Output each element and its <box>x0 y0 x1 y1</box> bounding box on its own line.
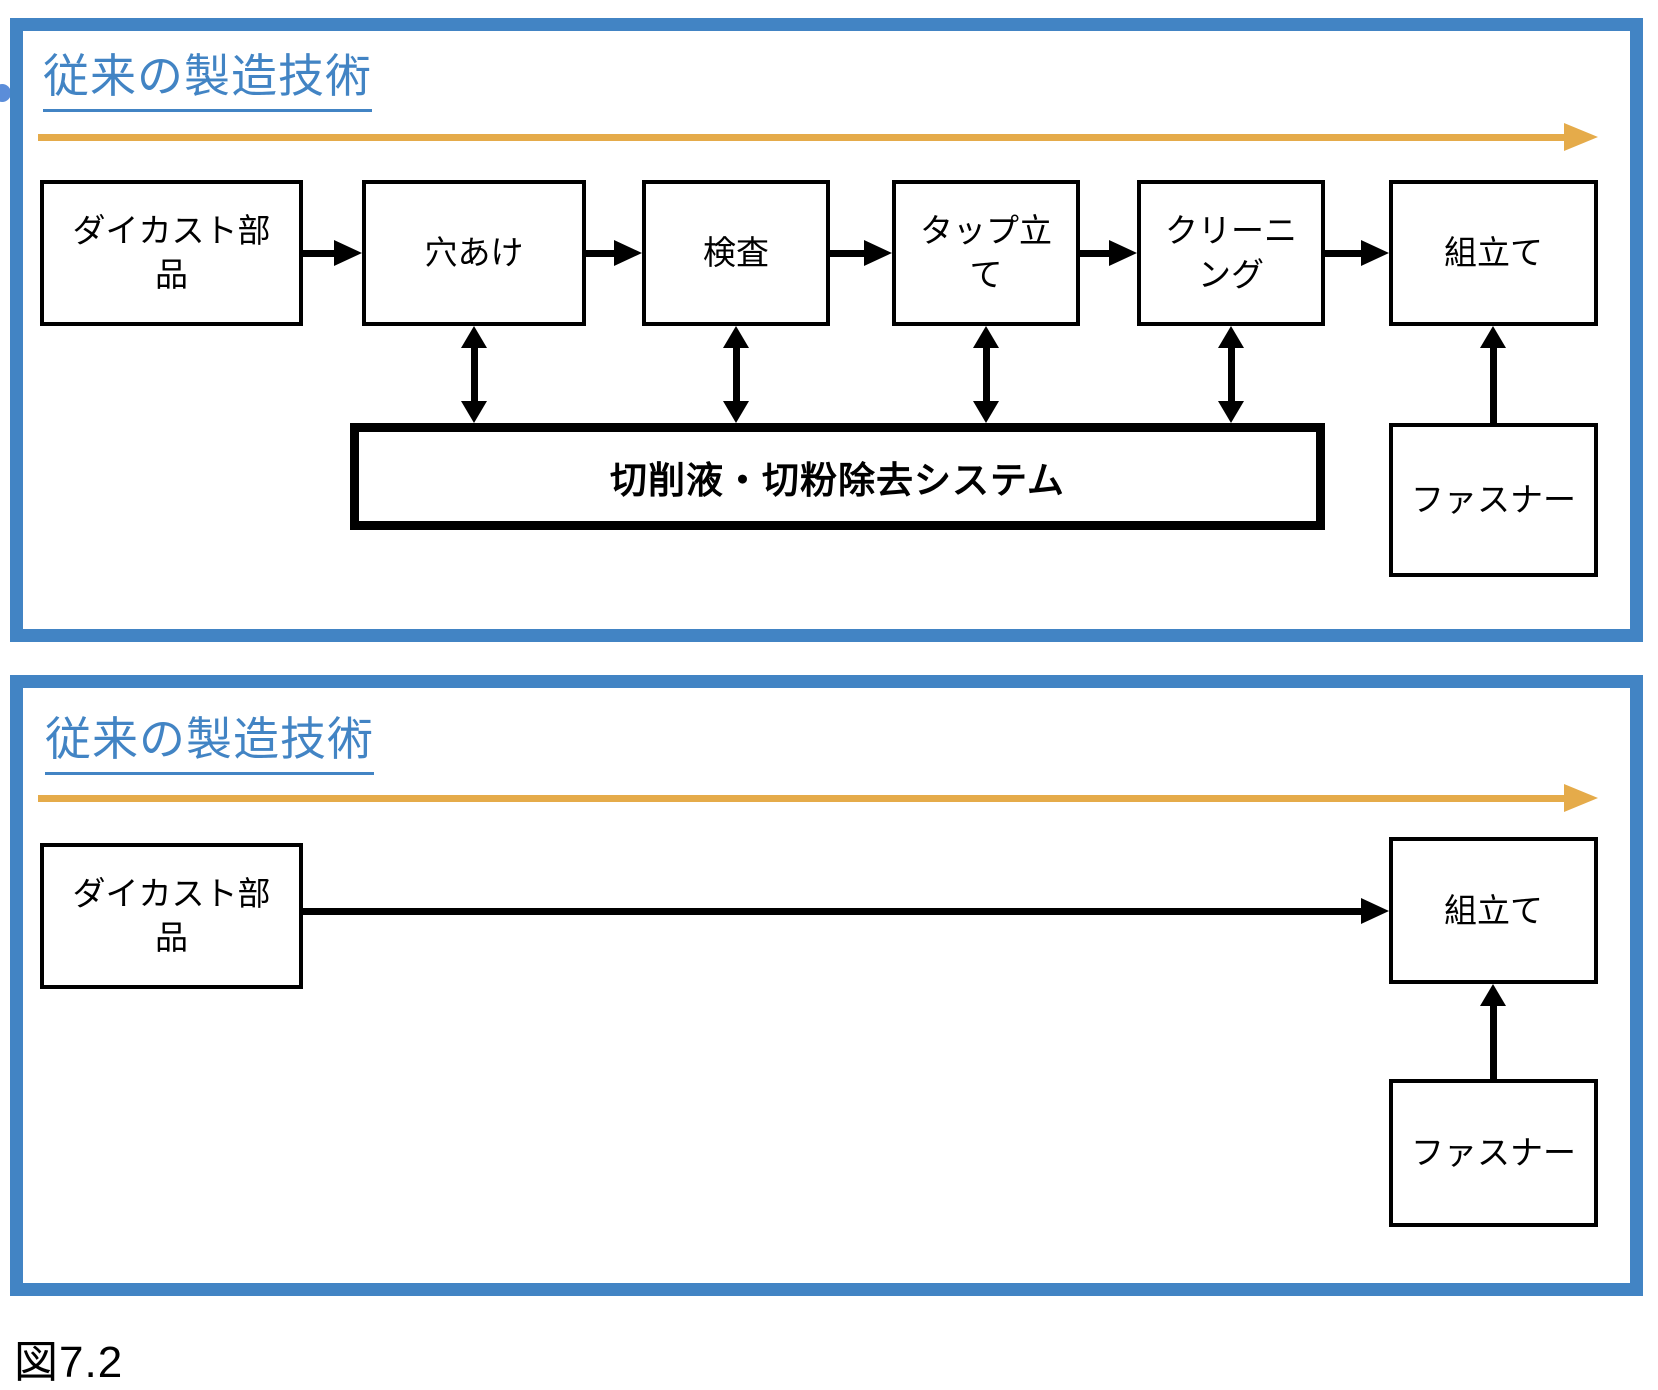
arrow-shaft <box>1227 348 1235 401</box>
panel-title-text: 従来の製造技術 <box>45 714 374 775</box>
arrowhead-up-icon <box>973 326 999 348</box>
system-box-label: 切削液・切粉除去システム <box>610 459 1065 501</box>
bullet-dot <box>0 84 11 102</box>
process-box-assembly: 組立て <box>1389 180 1598 326</box>
panel-title: 従来の製造技術 <box>43 51 372 112</box>
arrow-shaft <box>303 249 334 257</box>
process-box-diecast-part: ダイカスト部品 <box>40 843 303 989</box>
arrowhead-up-icon <box>1480 326 1506 348</box>
arrowhead-up-icon <box>461 326 487 348</box>
process-box-label: 組立て <box>1444 234 1543 272</box>
process-box-tapping: タップ立て <box>892 180 1080 326</box>
arrowhead-right-icon <box>614 240 642 266</box>
double-arrow-vertical-icon <box>461 326 487 423</box>
process-box-label: タップ立て <box>920 212 1052 293</box>
process-box-label: 穴あけ <box>424 234 524 272</box>
process-box-diecast-part: ダイカスト部品 <box>40 180 303 326</box>
process-box-label: ファスナー <box>1411 481 1576 519</box>
timeline-arrow <box>38 123 1598 151</box>
process-box-inspection: 検査 <box>642 180 830 326</box>
process-box-label: ファスナー <box>1411 1134 1576 1172</box>
arrow-right-icon <box>1325 240 1389 266</box>
arrowhead-up-icon <box>1480 984 1506 1006</box>
process-box-label: ダイカスト部品 <box>72 212 271 293</box>
arrow-shaft <box>1489 348 1497 423</box>
timeline-arrow-shaft <box>38 794 1564 802</box>
arrowhead-right-icon <box>1109 240 1137 266</box>
double-arrow-vertical-icon <box>723 326 749 423</box>
arrowhead-up-icon <box>1218 326 1244 348</box>
arrowhead-right-icon <box>1361 898 1389 924</box>
arrow-up-icon <box>1480 326 1506 423</box>
process-box-label: クリーニング <box>1165 212 1297 293</box>
double-arrow-vertical-icon <box>973 326 999 423</box>
panel-title-text: 従来の製造技術 <box>43 51 372 112</box>
arrowhead-right-icon <box>1361 240 1389 266</box>
process-box-label: ダイカスト部品 <box>72 875 271 956</box>
process-box-assembly: 組立て <box>1389 837 1598 984</box>
process-box-drilling: 穴あけ <box>362 180 586 326</box>
timeline-arrow-shaft <box>38 133 1564 141</box>
arrowhead-down-icon <box>461 401 487 423</box>
figure-caption: 図7.2 <box>14 1338 124 1387</box>
process-box-cleaning: クリーニング <box>1137 180 1325 326</box>
process-box-label: 組立て <box>1444 891 1543 929</box>
arrowhead-right-icon <box>1564 784 1598 812</box>
process-box-label: 検査 <box>703 234 769 272</box>
arrowhead-down-icon <box>1218 401 1244 423</box>
arrow-shaft <box>1079 249 1109 257</box>
arrow-shaft <box>586 249 614 257</box>
arrow-shaft <box>982 348 990 401</box>
arrow-shaft <box>1489 1006 1497 1079</box>
arrow-right-icon <box>303 898 1389 924</box>
arrow-up-icon <box>1480 984 1506 1079</box>
arrow-shaft <box>1325 249 1361 257</box>
arrowhead-right-icon <box>1564 123 1598 151</box>
arrowhead-right-icon <box>334 240 362 266</box>
arrowhead-down-icon <box>723 401 749 423</box>
arrow-shaft <box>830 249 864 257</box>
arrow-shaft <box>470 348 478 401</box>
timeline-arrow <box>38 784 1598 812</box>
arrow-shaft <box>732 348 740 401</box>
process-box-fastener: ファスナー <box>1389 1079 1598 1227</box>
arrowhead-down-icon <box>973 401 999 423</box>
arrow-right-icon <box>1079 240 1137 266</box>
arrowhead-right-icon <box>864 240 892 266</box>
panel-conventional-process: 従来の製造技術 ダイカスト部品 穴あけ 検査 タップ立て クリーニング 組立て <box>10 18 1643 642</box>
arrow-right-icon <box>586 240 642 266</box>
process-box-fastener: ファスナー <box>1389 423 1598 577</box>
arrow-shaft <box>303 907 1361 915</box>
system-box-coolant-chip-removal: 切削液・切粉除去システム <box>350 423 1325 530</box>
panel-title: 従来の製造技術 <box>45 714 374 775</box>
arrow-right-icon <box>830 240 892 266</box>
arrowhead-up-icon <box>723 326 749 348</box>
panel-simplified-process: 従来の製造技術 ダイカスト部品 組立て ファスナー <box>10 675 1643 1296</box>
double-arrow-vertical-icon <box>1218 326 1244 423</box>
arrow-right-icon <box>303 240 362 266</box>
